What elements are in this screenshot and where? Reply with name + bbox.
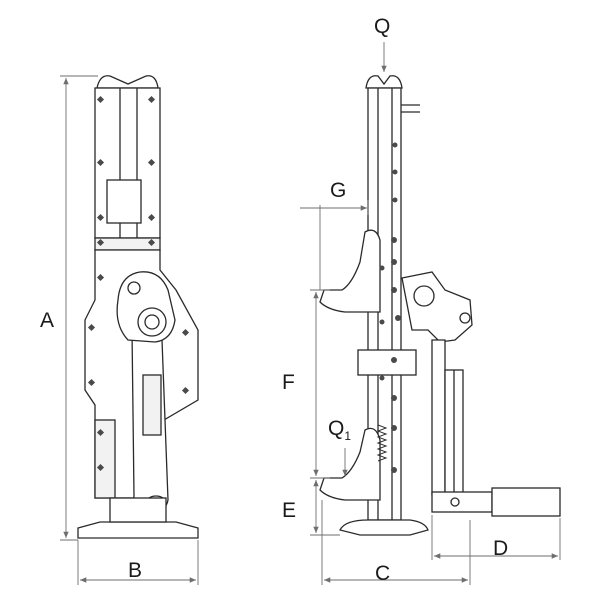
side-handle-vertical xyxy=(431,339,446,496)
label-q1-sub: 1 xyxy=(344,429,352,444)
side-saddle xyxy=(365,75,403,89)
side-gear-arm xyxy=(401,271,473,343)
side-crank-handle xyxy=(431,491,493,513)
side-lower-claw xyxy=(319,427,381,501)
dimension-lines xyxy=(60,42,561,585)
label-a: A xyxy=(40,309,55,332)
label-q1-main: Q xyxy=(328,417,345,440)
label-e: E xyxy=(282,499,297,522)
side-gear-pin xyxy=(459,312,471,324)
label-q: Q xyxy=(374,15,391,38)
label-q1: Q1 xyxy=(328,418,351,442)
label-g: G xyxy=(330,179,347,202)
front-pin xyxy=(127,281,141,295)
front-bolts xyxy=(87,95,190,472)
side-view xyxy=(319,75,561,536)
front-plate xyxy=(106,179,142,224)
front-base xyxy=(77,521,199,539)
front-hub-inner xyxy=(144,314,160,330)
side-spring xyxy=(376,424,388,462)
front-saddle xyxy=(96,75,159,89)
front-foot-stem xyxy=(109,497,167,523)
label-c: C xyxy=(375,562,391,585)
front-lever-slot xyxy=(142,374,162,436)
side-upper-claw xyxy=(319,229,381,313)
label-d: D xyxy=(493,537,509,560)
side-gear-hub xyxy=(413,285,435,307)
side-bolts xyxy=(379,142,401,473)
label-b: B xyxy=(128,559,143,582)
front-view xyxy=(77,75,199,539)
label-f: F xyxy=(282,371,295,394)
side-crank-grip xyxy=(491,487,561,517)
side-base xyxy=(339,519,429,536)
front-left-strip xyxy=(94,419,116,499)
side-center-block xyxy=(357,349,417,376)
